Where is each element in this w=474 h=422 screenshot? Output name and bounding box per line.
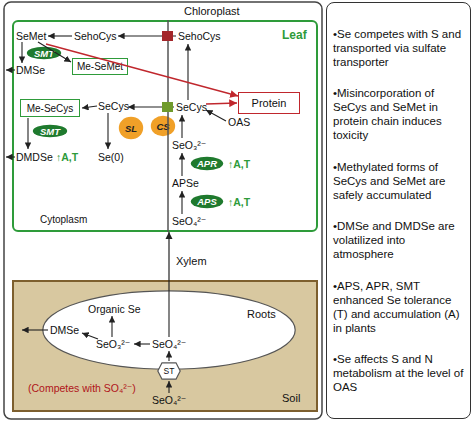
text-label: ↑A,T: [228, 158, 250, 170]
text-label: DMDSe: [16, 151, 53, 163]
text-holder: Protein: [239, 93, 299, 113]
text-label: SeO₃²⁻: [172, 139, 206, 151]
text-label: Chloroplast: [184, 5, 240, 17]
text-label: SeCys: [176, 101, 207, 113]
bullet-text: •Methylated forms of SeCys and SeMet are…: [333, 160, 464, 202]
enzyme-ellipse: APS: [190, 194, 224, 209]
text-holder: SMT: [32, 124, 68, 138]
text-label: SeO₄²⁻: [152, 338, 186, 350]
ellipse-shape: [151, 116, 175, 136]
leaf-region: LeafSMTMe-SeMetProteinMe-SeCysSMTSLCSAPR…: [12, 20, 318, 232]
bullet-text: •DMSe and DMDSe are volatilized into atm…: [333, 219, 464, 261]
ellipse-shape: [119, 117, 143, 139]
text-label: SehoCys: [74, 30, 117, 42]
enzyme-ellipse: APR: [190, 156, 224, 171]
protein-box: Protein: [238, 92, 300, 114]
text-holder: Me-SeMet: [73, 59, 127, 74]
summary-panel: •Se competes with S and transported via …: [326, 2, 471, 419]
text-holder: APR: [190, 156, 224, 171]
enzyme-ellipse: SMT: [26, 46, 62, 60]
node-text: ST: [164, 366, 175, 376]
text-label: DMSe: [16, 64, 45, 76]
node-text: Roots: [247, 308, 276, 320]
metabolite-box: Me-SeCys: [20, 99, 80, 117]
enzyme-ellipse: SL: [118, 116, 144, 140]
text-label: OAS: [228, 116, 250, 128]
left-panel-frame: [4, 2, 322, 419]
bullet-text: •Misincorporation of SeCys and SeMet in …: [333, 86, 464, 142]
text-label: ↑A,T: [56, 151, 78, 163]
transporter-hexagon: ST: [157, 362, 181, 380]
node-text: APS: [197, 196, 217, 207]
metabolite-box: Me-SeMet: [72, 58, 128, 75]
text-label: SehoCys: [178, 30, 221, 42]
bullet-text: •Se competes with S and transported via …: [333, 27, 464, 69]
node-text: Soil: [282, 392, 300, 404]
text-holder: SL: [118, 116, 144, 140]
node-outline: [42, 290, 296, 370]
text-holder: CS: [150, 115, 176, 137]
text-holder: ST: [157, 362, 181, 380]
node-text: SMT: [34, 48, 54, 59]
node-text: APR: [197, 158, 217, 169]
node-text: Me-SeMet: [77, 61, 123, 72]
text-label: SeO₄²⁻: [172, 215, 206, 227]
ellipse-shape: [27, 47, 61, 59]
text-label: SeO₄²⁻: [152, 394, 186, 406]
enzyme-ellipse: SMT: [32, 124, 68, 138]
node-text: Me-SeCys: [27, 103, 74, 114]
ellipse-shape: [33, 125, 67, 137]
text-holder: SMT: [26, 46, 62, 60]
edge-label: Xylem: [176, 255, 207, 267]
node-text: CS: [156, 121, 169, 132]
ellipse-shape: [191, 157, 223, 170]
text-label: Cytoplasm: [40, 214, 87, 226]
node-text: Protein: [252, 97, 287, 109]
text-holder: Me-SeCys: [21, 100, 79, 116]
text-label: SeO₃²⁻: [96, 338, 130, 350]
text-label: SeMet: [16, 30, 46, 42]
text-label: (Competes with SO₄²⁻): [28, 382, 136, 394]
bullet-text: •Se affects S and N metabolism at the le…: [333, 352, 464, 394]
text-label: APSe: [172, 177, 199, 189]
ellipse-shape: [43, 291, 295, 369]
text-label: SeCys: [98, 100, 129, 112]
roots-ellipse: Roots: [42, 290, 296, 370]
ellipse-shape: [191, 195, 223, 208]
text-label: Se(0): [98, 151, 124, 163]
node-text: SL: [125, 123, 137, 134]
text-label: Organic Se: [88, 303, 141, 315]
node-text: SMT: [40, 126, 60, 137]
node-text: Leaf: [282, 28, 307, 42]
text-label: ↑A,T: [228, 196, 250, 208]
enzyme-ellipse: CS: [150, 115, 176, 137]
text-holder: APS: [190, 194, 224, 209]
hexagon-shape: [158, 363, 180, 379]
text-label: DMSe: [50, 324, 79, 336]
bullet-text: •APS, APR, SMT enhanced Se tolerance (T)…: [333, 279, 464, 335]
